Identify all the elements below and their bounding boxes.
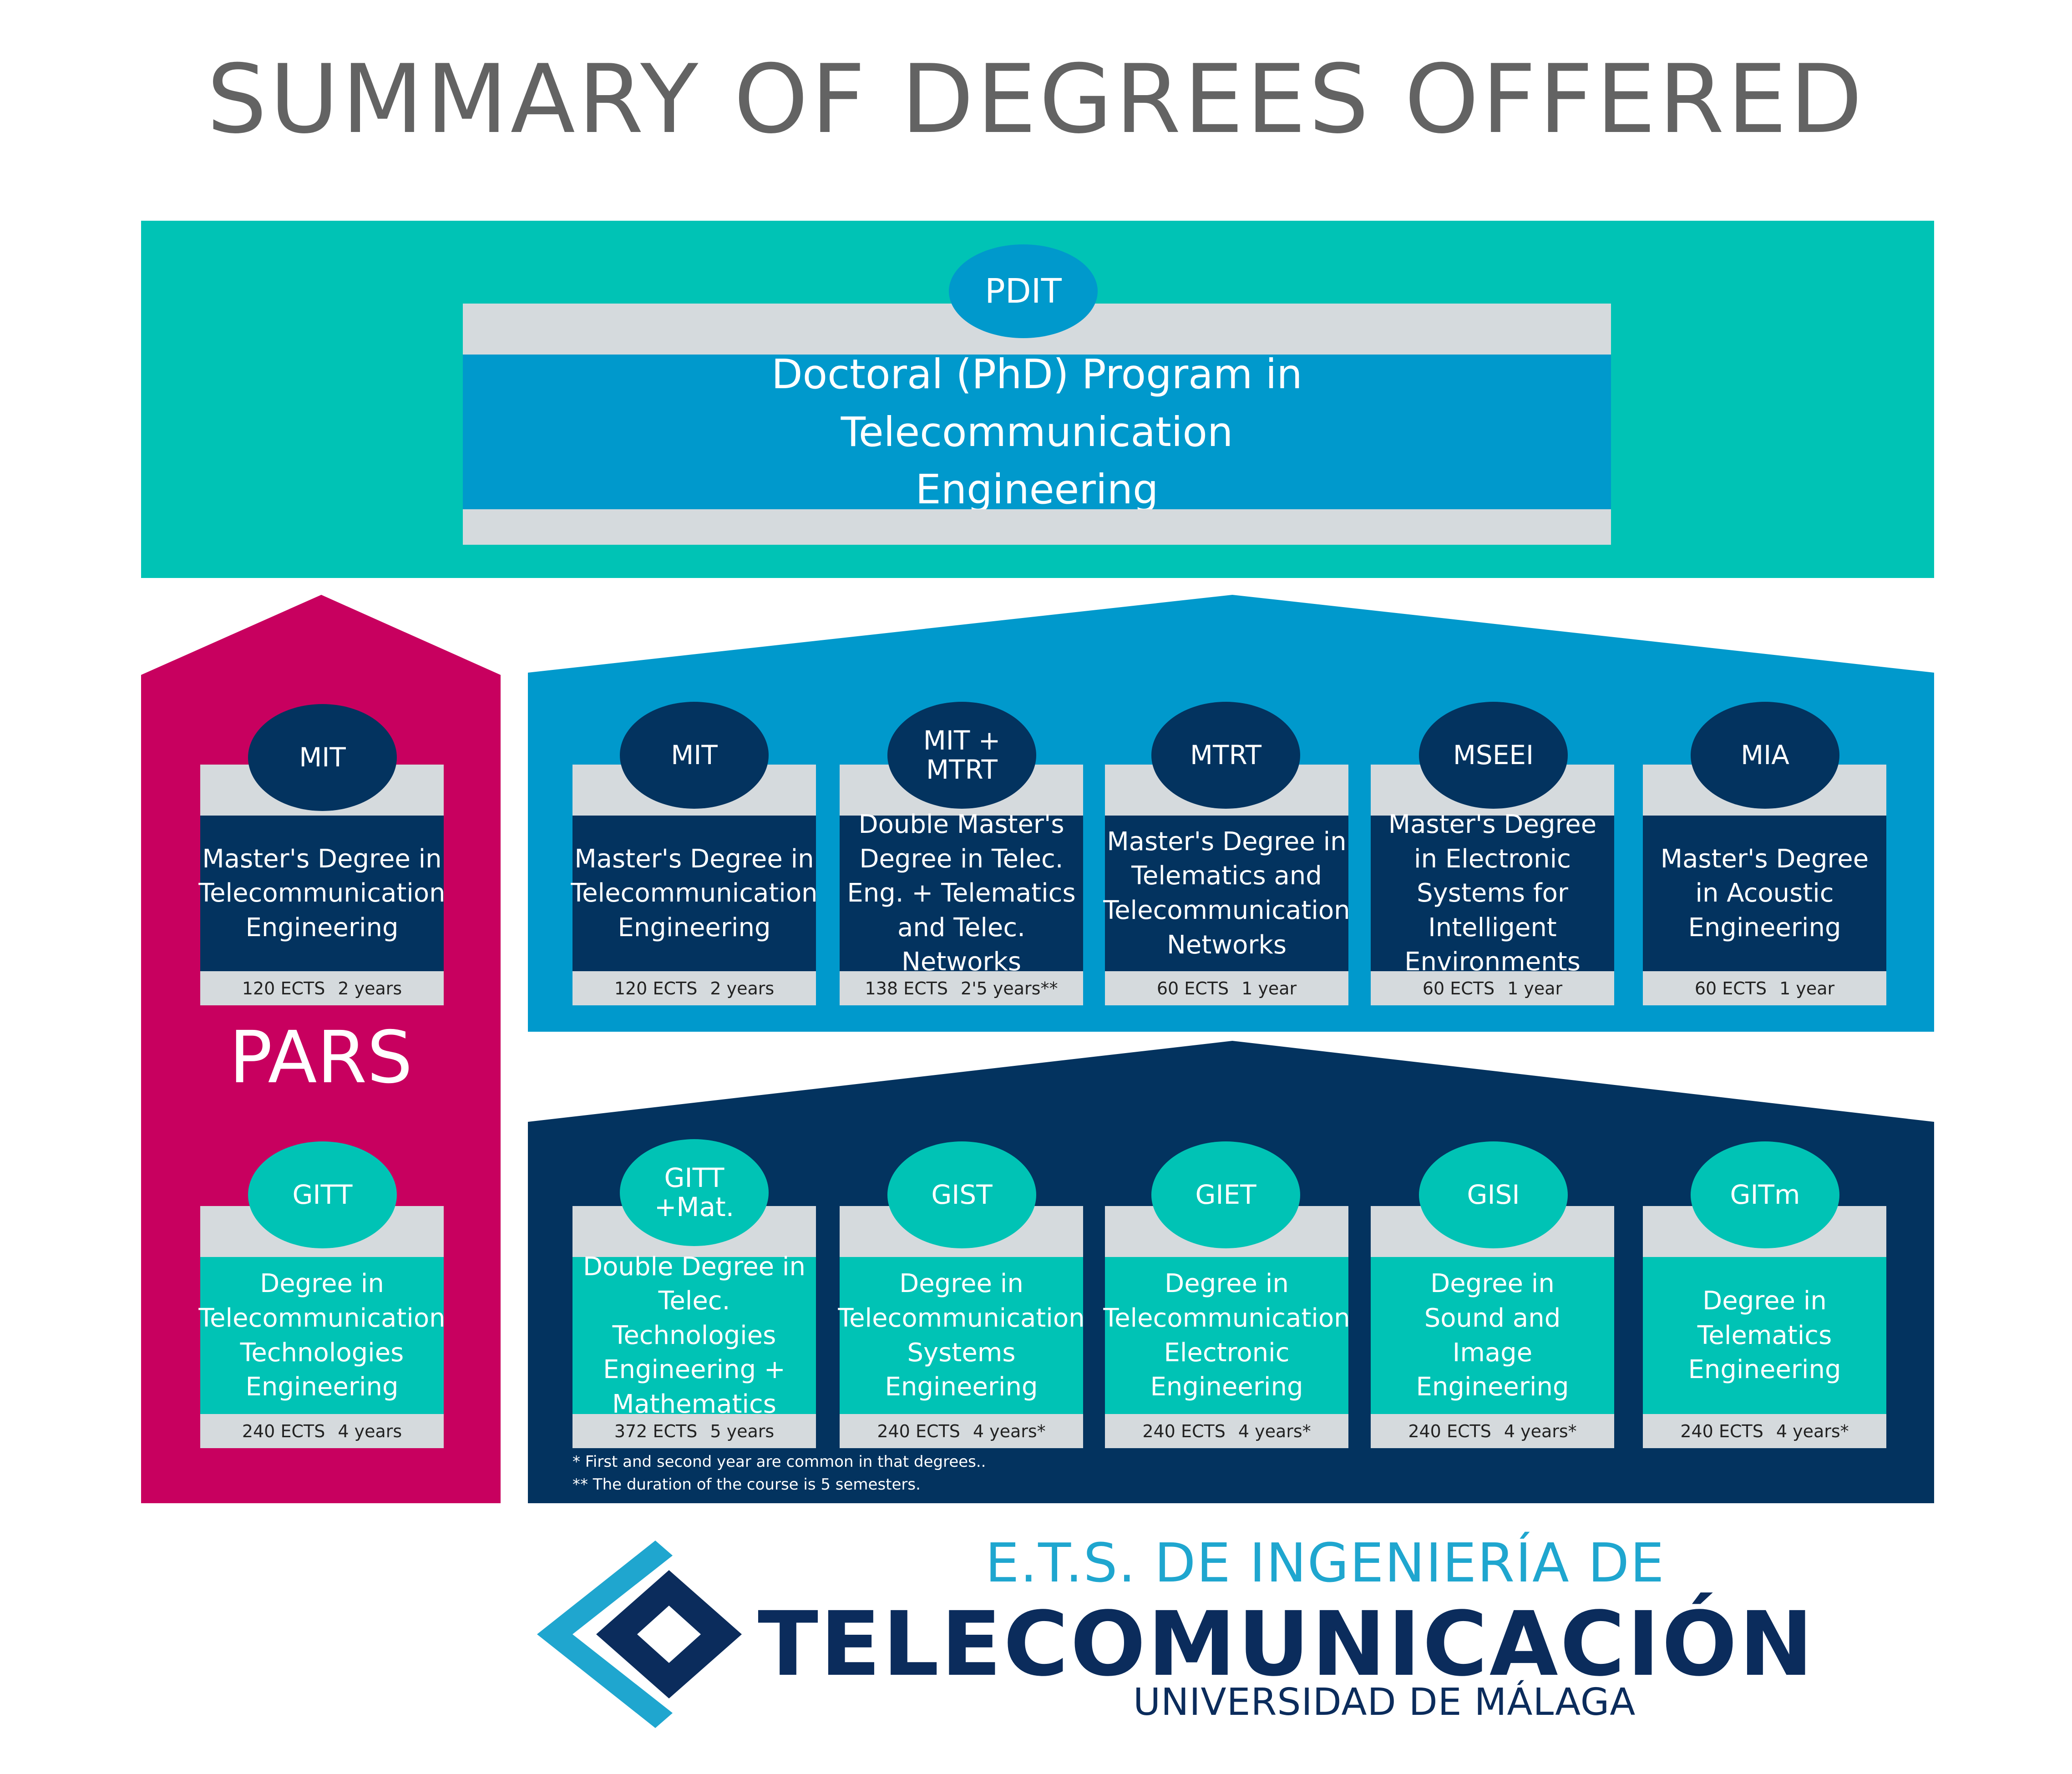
ects-label: 240 ECTS (1408, 1421, 1491, 1441)
master-code-badge: MIT (620, 702, 769, 809)
master-code-badge: MIA (1691, 702, 1839, 809)
master-name: Master's Degree in Acoustic Engineering (1660, 844, 1869, 943)
degree-name: Degree in Telecommunication Electronic E… (1103, 1269, 1350, 1402)
master-card: Master's Degree in Telematics and Teleco… (1103, 816, 1350, 971)
degree-card: Double Degree in Telec. Technologies Eng… (572, 1252, 816, 1419)
ects-label: 120 ECTS (242, 978, 325, 999)
master-code-badge: MTRT (1151, 702, 1300, 809)
duration-label: 2 years (710, 978, 775, 999)
pars-degree-card: Degree in Telecommunication Technologies… (198, 1257, 446, 1414)
pars-degree-name: Degree in Telecommunication Technologies… (198, 1269, 446, 1402)
degree-code-badge: GIET (1151, 1141, 1300, 1248)
phd-card-bottom (463, 509, 1611, 545)
phd-code-badge: PDIT (949, 244, 1098, 338)
pars-degree-code-badge: GITT (248, 1141, 397, 1248)
pars-master-code-badge: MIT (248, 704, 397, 811)
degree-card: Degree in Telematics Engineering (1643, 1257, 1886, 1414)
degree-footer: 240 ECTS 4 years* (1105, 1414, 1348, 1448)
ects-label: 60 ECTS (1156, 978, 1229, 999)
pars-master-name: Master's Degree in Telecommunication Eng… (198, 844, 446, 943)
master-card: Double Master's Degree in Telec. Eng. + … (840, 810, 1083, 977)
ects-label: 60 ECTS (1694, 978, 1767, 999)
pars-label: PARS (229, 1016, 413, 1100)
duration-label: 5 years (710, 1421, 775, 1441)
master-name: Master's Degree in Telecommunication Eng… (571, 844, 818, 943)
footnote: ** The duration of the course is 5 semes… (572, 1475, 921, 1494)
page-title: SUMMARY OF DEGREES OFFERED (207, 45, 1865, 155)
phd-program-card: Doctoral (PhD) Program in Telecommunicat… (463, 350, 1611, 513)
logo-line-school: E.T.S. DE INGENIERÍA DE (985, 1531, 1665, 1594)
master-footer: 138 ECTS 2'5 years** (840, 971, 1083, 1005)
master-footer: 120 ECTS 2 years (572, 971, 816, 1005)
phd-program-name: Doctoral (PhD) Program in Telecommunicat… (771, 350, 1302, 513)
degree-code-badge: GIST (887, 1141, 1036, 1248)
duration-label: 4 years* (1504, 1421, 1577, 1441)
master-name: Master's Degree in Electronic Systems fo… (1388, 810, 1597, 977)
degree-code-badge: GISI (1419, 1141, 1568, 1248)
degree-name: Degree in Telematics Engineering (1688, 1286, 1841, 1385)
master-card: Master's Degree in Acoustic Engineering (1643, 816, 1886, 971)
master-name: Double Master's Degree in Telec. Eng. + … (847, 810, 1076, 977)
ects-label: 240 ECTS (1142, 1421, 1226, 1441)
master-card: Master's Degree in Telecommunication Eng… (571, 816, 818, 971)
master-code-badge: MSEEI (1419, 702, 1568, 809)
ects-label: 138 ECTS (865, 978, 948, 999)
pars-master-card: Master's Degree in Telecommunication Eng… (198, 816, 446, 971)
ects-label: 240 ECTS (1680, 1421, 1763, 1441)
ects-label: 120 ECTS (614, 978, 698, 999)
degree-card: Degree in Sound and Image Engineering (1371, 1257, 1614, 1414)
degree-code-badge: GITT +Mat. (620, 1139, 769, 1246)
ects-label: 60 ECTS (1422, 978, 1495, 999)
master-card: Master's Degree in Electronic Systems fo… (1371, 810, 1614, 977)
logo-line-name: TELECOMUNICACIÓN (758, 1592, 1815, 1696)
degree-name: Degree in Sound and Image Engineering (1416, 1269, 1569, 1402)
master-footer: 60 ECTS 1 year (1105, 971, 1348, 1005)
degree-footer: 372 ECTS 5 years (572, 1414, 816, 1448)
degree-card: Degree in Telecommunication Systems Engi… (838, 1257, 1085, 1414)
logo-line-university: UNIVERSIDAD DE MÁLAGA (1133, 1681, 1636, 1724)
master-footer: 60 ECTS 1 year (1643, 971, 1886, 1005)
duration-label: 1 year (1779, 978, 1835, 999)
duration-label: 4 years* (1238, 1421, 1311, 1441)
duration-label: 1 year (1507, 978, 1563, 999)
degree-name: Degree in Telecommunication Systems Engi… (838, 1269, 1085, 1402)
footnote: * First and second year are common in th… (572, 1453, 986, 1471)
master-name: Master's Degree in Telematics and Teleco… (1103, 826, 1350, 960)
duration-label: 4 years* (973, 1421, 1046, 1441)
pars-master-footer: 120 ECTS 2 years (200, 971, 444, 1005)
duration-label: 4 years* (1776, 1421, 1849, 1441)
degree-name: Double Degree in Telec. Technologies Eng… (583, 1252, 805, 1419)
degree-footer: 240 ECTS 4 years* (1643, 1414, 1886, 1448)
ects-label: 372 ECTS (614, 1421, 698, 1441)
master-code-badge: MIT + MTRT (887, 702, 1036, 809)
duration-label: 2'5 years** (961, 978, 1058, 999)
degree-code-badge: GITm (1691, 1141, 1839, 1248)
duration-label: 4 years (338, 1421, 402, 1441)
duration-label: 1 year (1241, 978, 1297, 999)
degree-footer: 240 ECTS 4 years* (840, 1414, 1083, 1448)
duration-label: 2 years (338, 978, 402, 999)
master-footer: 60 ECTS 1 year (1371, 971, 1614, 1005)
ects-label: 240 ECTS (242, 1421, 325, 1441)
ects-label: 240 ECTS (877, 1421, 960, 1441)
degree-footer: 240 ECTS 4 years* (1371, 1414, 1614, 1448)
degree-card: Degree in Telecommunication Electronic E… (1103, 1257, 1350, 1414)
pars-degree-footer: 240 ECTS 4 years (200, 1414, 444, 1448)
